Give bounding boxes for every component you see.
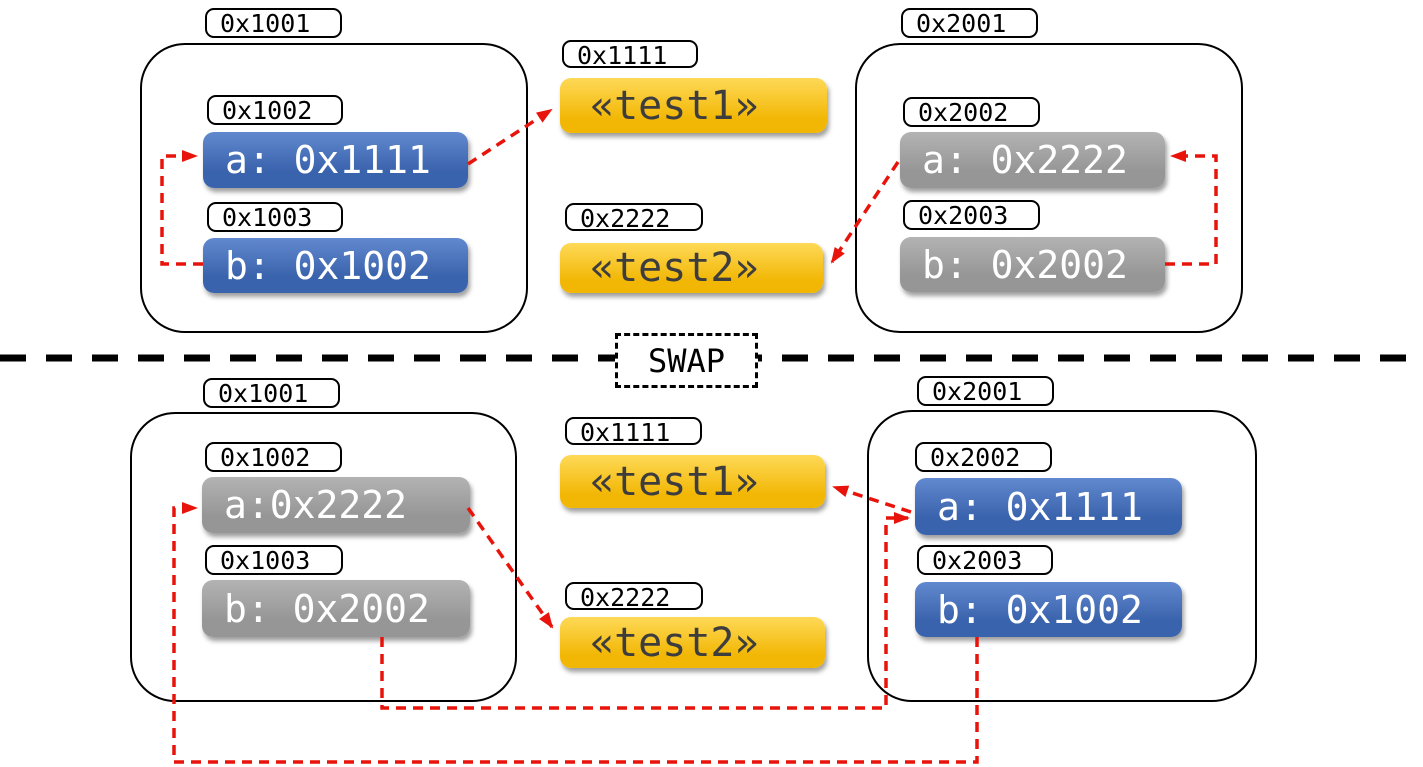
arrow-top-right-a-to-test2 (830, 161, 900, 264)
bottom-right-var-a: a: 0x1111 (915, 478, 1182, 535)
bottom-heap-test2-address-tab: 0x2222 (565, 582, 703, 610)
bottom-left-var-a-address-tab: 0x1002 (205, 442, 342, 472)
top-heap-test2-address-tab: 0x2222 (565, 203, 703, 231)
swap-label: SWAP (647, 341, 726, 380)
arrow-bottom-right-b-to-left-a (172, 502, 979, 764)
top-left-var-a: a: 0x1111 (203, 132, 468, 188)
top-right-var-a: a: 0x2222 (900, 132, 1165, 188)
top-heap-test1: «test1» (560, 78, 827, 133)
bottom-heap-test1-address-tab: 0x1111 (565, 417, 702, 445)
top-right-var-b: b: 0x2002 (900, 237, 1165, 292)
bottom-left-var-a: a:0x2222 (202, 477, 470, 533)
bottom-heap-test2: «test2» (560, 617, 825, 668)
top-heap-test1-address-tab: 0x1111 (562, 40, 698, 68)
arrow-top-left-a-to-test1 (467, 108, 553, 166)
top-heap-test2: «test2» (560, 243, 823, 293)
swap-label-box: SWAP (615, 333, 758, 388)
arrow-top-left-b-to-a (160, 150, 203, 266)
bottom-right-var-a-address-tab: 0x2002 (915, 442, 1052, 472)
top-right-var-a-address-tab: 0x2002 (903, 97, 1040, 127)
top-left-var-b: b: 0x1002 (203, 238, 468, 293)
arrow-top-right-b-to-a (1165, 150, 1218, 266)
arrow-bottom-left-a-to-test2 (466, 506, 554, 629)
top-right-frame-address-tab: 0x2001 (901, 8, 1038, 38)
bottom-left-frame-address-tab: 0x1001 (203, 378, 340, 408)
arrow-bottom-right-a-to-test1 (832, 485, 912, 514)
bottom-left-var-b-address-tab: 0x1003 (205, 545, 343, 575)
top-left-frame-address-tab: 0x1001 (205, 8, 342, 38)
arrow-bottom-left-b-to-right-a (380, 512, 910, 710)
bottom-right-var-b-address-tab: 0x2003 (917, 545, 1053, 575)
bottom-right-var-b: b: 0x1002 (915, 582, 1182, 637)
top-right-var-b-address-tab: 0x2003 (903, 200, 1040, 230)
top-left-var-b-address-tab: 0x1003 (207, 202, 343, 232)
bottom-heap-test1: «test1» (560, 455, 825, 508)
top-left-var-a-address-tab: 0x1002 (207, 95, 343, 125)
bottom-right-frame-address-tab: 0x2001 (917, 376, 1054, 406)
bottom-left-var-b: b: 0x2002 (202, 580, 470, 637)
